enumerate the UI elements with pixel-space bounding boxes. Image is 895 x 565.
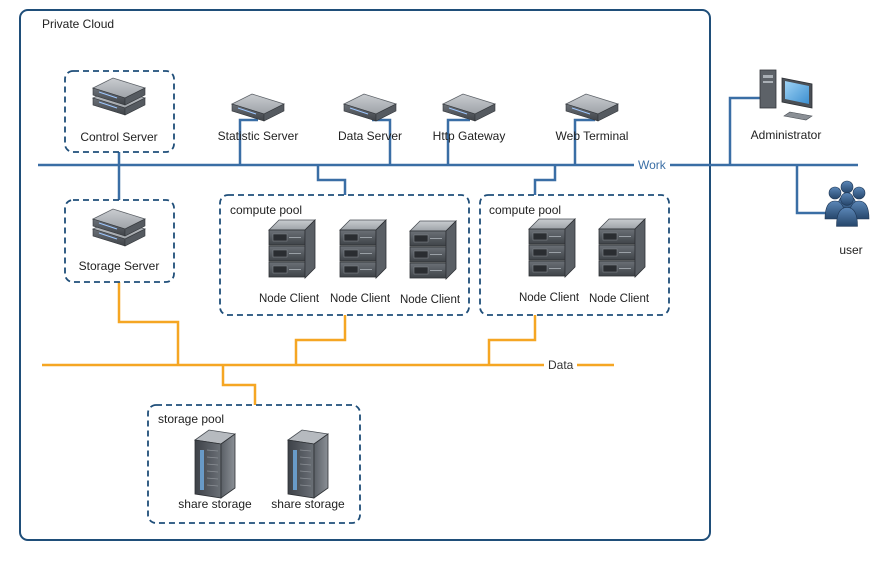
- user-label: user: [839, 243, 863, 257]
- data-server-icon: [342, 93, 398, 122]
- node-client-label: Node Client: [588, 293, 650, 305]
- link-compute-pool-1-data: [294, 315, 347, 365]
- share-storage-label: share storage: [178, 497, 252, 511]
- share-storage-label: share storage: [271, 497, 345, 511]
- node-client-icon: [339, 219, 387, 279]
- node-client-label: Node Client: [258, 293, 320, 305]
- link-administrator: [728, 96, 760, 165]
- storage-server-label: Storage Server: [78, 259, 160, 273]
- node-client-label: Node Client: [399, 294, 461, 306]
- link-statistic-server: [238, 118, 258, 165]
- http-gateway-label: Http Gateway: [432, 129, 506, 143]
- user-group-icon: [824, 180, 870, 227]
- compute-pool-2-title: compute pool: [489, 203, 562, 217]
- storage-server-icon: [91, 208, 147, 247]
- icon-layer: [91, 69, 870, 499]
- http-gateway-icon: [441, 93, 497, 122]
- link-storage-pool: [221, 365, 257, 405]
- node-client-label: Node Client: [518, 292, 580, 304]
- link-compute-pool-2-data: [487, 315, 537, 365]
- link-http-gateway: [446, 118, 470, 165]
- node-client-icon: [268, 219, 316, 279]
- share-storage-icon: [193, 429, 237, 499]
- administrator-computer-icon: [759, 69, 813, 121]
- link-compute-pool-2: [533, 165, 557, 195]
- private-cloud-title: Private Cloud: [42, 17, 115, 31]
- statistic-server-icon: [230, 93, 286, 122]
- link-compute-pool-1: [316, 165, 347, 195]
- control-server-icon: [91, 77, 147, 116]
- data-network: [42, 282, 614, 405]
- link-user: [795, 165, 828, 215]
- administrator-label: Administrator: [750, 128, 822, 142]
- data-network-label: Data: [544, 358, 578, 372]
- compute-pool-1-title: compute pool: [230, 203, 303, 217]
- node-client-icon: [528, 218, 576, 278]
- private-cloud-frame: [19, 9, 711, 541]
- node-client-icon: [598, 218, 646, 278]
- web-terminal-icon: [564, 93, 620, 122]
- data-server-label: Data Server: [337, 129, 403, 143]
- work-network-label: Work: [634, 158, 670, 172]
- web-terminal-label: Web Terminal: [555, 129, 629, 143]
- statistic-server-label: Statistic Server: [217, 129, 299, 143]
- control-server-label: Control Server: [80, 130, 158, 144]
- storage-pool-title: storage pool: [158, 412, 225, 426]
- share-storage-icon: [286, 429, 330, 499]
- node-client-label: Node Client: [329, 293, 391, 305]
- link-storage-server: [117, 282, 180, 365]
- link-web-terminal: [573, 118, 595, 165]
- node-client-icon: [409, 220, 457, 280]
